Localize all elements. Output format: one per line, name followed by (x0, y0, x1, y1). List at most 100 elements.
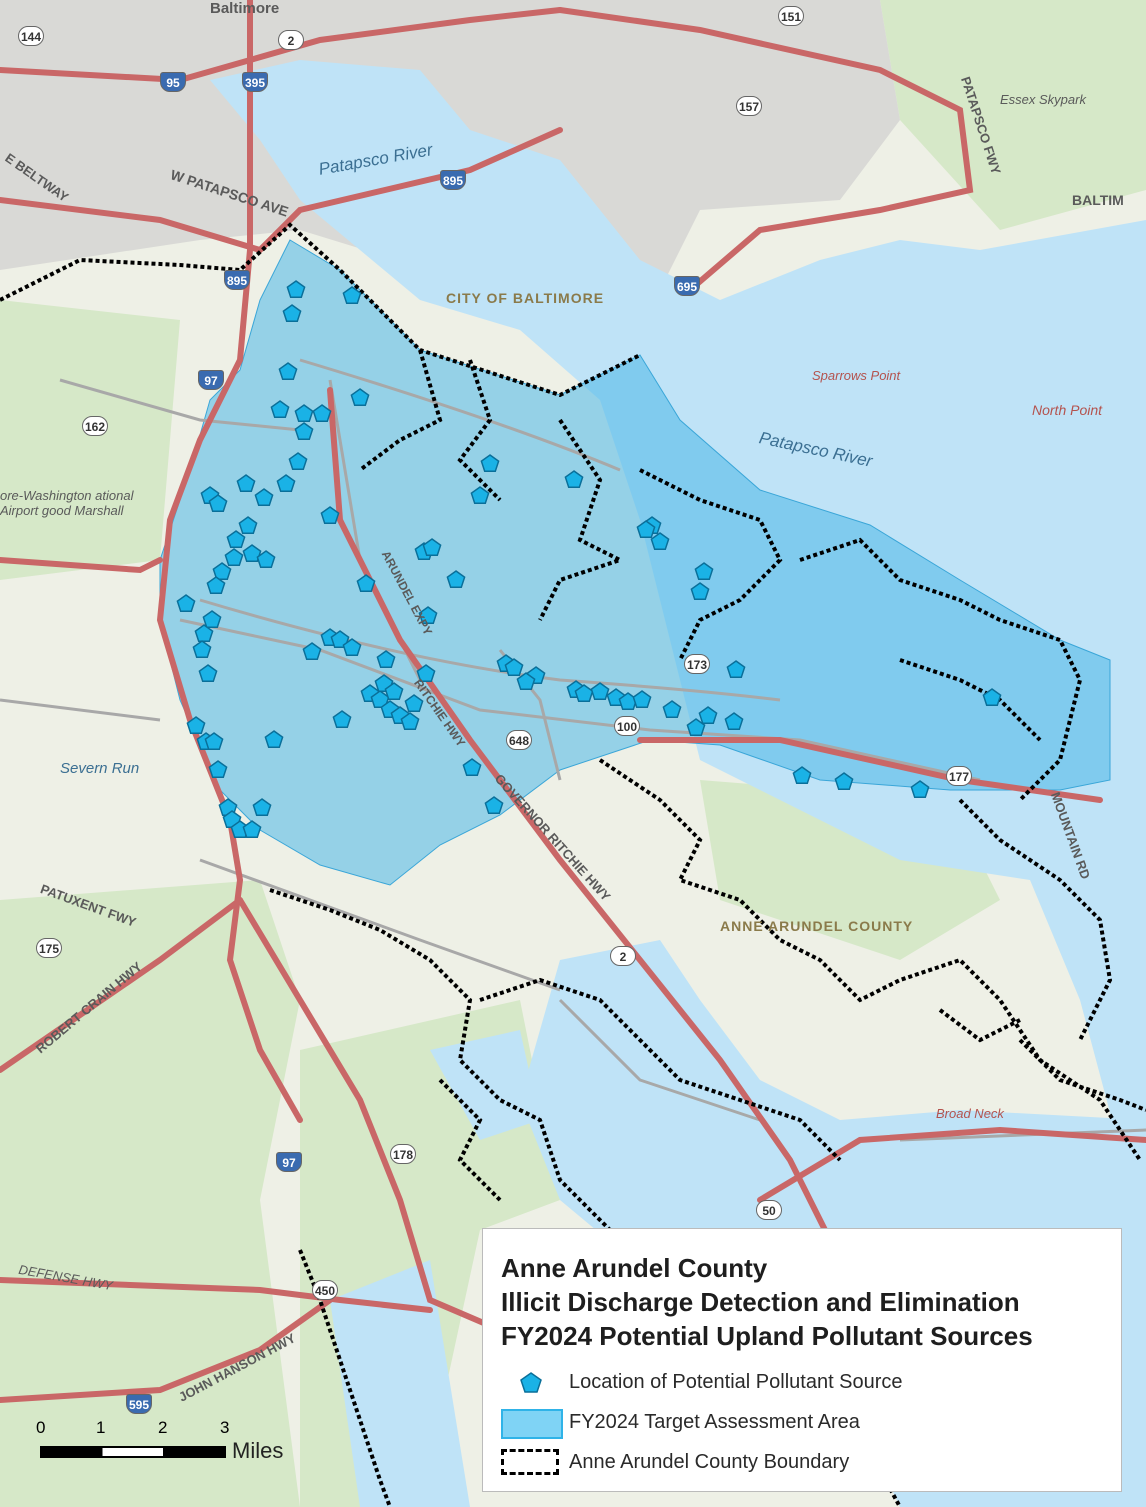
pollutant-source-marker[interactable] (632, 690, 652, 709)
pollutant-source-marker[interactable] (288, 452, 308, 471)
pollutant-source-marker[interactable] (236, 474, 256, 493)
pollutant-source-marker[interactable] (264, 730, 284, 749)
pollutant-source-marker[interactable] (208, 494, 228, 513)
label-anne-arundel-county: ANNE ARUNDEL COUNTY (720, 918, 914, 934)
route-shield: 395 (242, 72, 269, 92)
route-shield: 97 (198, 370, 224, 390)
label-baltimore: Baltimore (210, 0, 280, 17)
pollutant-source-marker[interactable] (208, 760, 228, 779)
pollutant-source-marker[interactable] (698, 706, 718, 725)
pollutant-source-marker[interactable] (422, 538, 442, 557)
route-shield: 95 (160, 72, 186, 92)
route-shield: 450 (312, 1280, 339, 1300)
pollutant-source-marker[interactable] (294, 404, 314, 423)
pollutant-source-marker[interactable] (418, 606, 438, 625)
pollutant-source-marker[interactable] (516, 672, 536, 691)
scale-tick-0: 0 (36, 1418, 46, 1437)
pollutant-source-marker[interactable] (252, 798, 272, 817)
pollutant-source-marker[interactable] (384, 682, 404, 701)
pollutant-source-marker[interactable] (226, 530, 246, 549)
pollutant-source-marker[interactable] (320, 506, 340, 525)
pollutant-source-marker[interactable] (724, 712, 744, 731)
pollutant-source-marker[interactable] (206, 576, 226, 595)
legend: Anne Arundel County Illicit Discharge De… (482, 1228, 1122, 1492)
pollutant-source-marker[interactable] (204, 732, 224, 751)
legend-item-area: FY2024 Target Assessment Area (569, 1411, 860, 1433)
pollutant-source-marker[interactable] (256, 550, 276, 569)
pollutant-source-marker[interactable] (330, 630, 350, 649)
pollutant-source-marker[interactable] (834, 772, 854, 791)
route-shield: 895 (224, 270, 251, 290)
pollutant-source-marker[interactable] (294, 422, 314, 441)
route-shield: 173 (684, 654, 711, 674)
route-shield: 595 (126, 1394, 153, 1414)
pollutant-source-marker[interactable] (342, 638, 362, 657)
pollutant-source-marker[interactable] (504, 658, 524, 677)
pollutant-source-marker[interactable] (484, 796, 504, 815)
pollutant-source-marker[interactable] (910, 780, 930, 799)
pollutant-source-marker[interactable] (302, 642, 322, 661)
pollutant-source-marker[interactable] (186, 716, 206, 735)
route-shield: 144 (18, 26, 45, 46)
legend-item-boundary: Anne Arundel County Boundary (569, 1451, 850, 1473)
pentagon-marker-icon (520, 1372, 542, 1393)
pollutant-source-marker[interactable] (480, 454, 500, 473)
scale-tick-2: 2 (158, 1418, 168, 1437)
pollutant-source-marker[interactable] (404, 694, 424, 713)
pollutant-source-marker[interactable] (342, 286, 362, 305)
dashed-boundary-swatch (501, 1449, 559, 1475)
route-shield: 157 (736, 96, 763, 116)
pollutant-source-marker[interactable] (982, 688, 1002, 707)
pollutant-source-marker[interactable] (350, 388, 370, 407)
pollutant-source-marker[interactable] (686, 718, 706, 737)
pollutant-source-marker[interactable] (332, 710, 352, 729)
pollutant-source-marker[interactable] (242, 820, 262, 839)
pollutant-source-marker[interactable] (176, 594, 196, 613)
pollutant-source-marker[interactable] (194, 624, 214, 643)
scale-tick-3: 3 (220, 1418, 230, 1437)
scale-tick-1: 1 (96, 1418, 106, 1437)
pollutant-source-marker[interactable] (462, 758, 482, 777)
pollutant-source-marker[interactable] (726, 660, 746, 679)
pollutant-source-marker[interactable] (636, 520, 656, 539)
route-shield: 648 (506, 730, 533, 750)
pollutant-source-marker[interactable] (650, 532, 670, 551)
pollutant-source-marker[interactable] (276, 474, 296, 493)
route-shield: 895 (440, 170, 467, 190)
pollutant-source-marker[interactable] (192, 640, 212, 659)
pollutant-source-marker[interactable] (564, 470, 584, 489)
pollutant-source-marker[interactable] (270, 400, 290, 419)
label-essex-skypark: Essex Skypark (1000, 92, 1086, 107)
pollutant-source-marker[interactable] (242, 544, 262, 563)
route-shield: 2 (610, 946, 636, 966)
scale-bar-graphic (40, 1446, 226, 1458)
pollutant-source-marker[interactable] (202, 610, 222, 629)
route-shield: 151 (778, 6, 805, 26)
pollutant-source-marker[interactable] (662, 700, 682, 719)
pollutant-source-marker[interactable] (470, 486, 490, 505)
pollutant-source-marker[interactable] (282, 304, 302, 323)
pollutant-source-marker[interactable] (278, 362, 298, 381)
pollutant-source-marker[interactable] (690, 582, 710, 601)
pollutant-source-marker[interactable] (792, 766, 812, 785)
pollutant-source-marker[interactable] (212, 562, 232, 581)
pollutant-source-marker[interactable] (254, 488, 274, 507)
pollutant-source-marker[interactable] (590, 682, 610, 701)
pollutant-source-marker[interactable] (238, 516, 258, 535)
route-shield: 162 (82, 416, 109, 436)
pollutant-source-marker[interactable] (694, 562, 714, 581)
pollutant-source-marker[interactable] (356, 574, 376, 593)
scale-bar: 0 1 2 3 Miles (28, 1418, 328, 1478)
route-shield: 695 (674, 276, 701, 296)
pollutant-source-marker[interactable] (198, 664, 218, 683)
pollutant-source-marker[interactable] (400, 712, 420, 731)
pollutant-source-marker[interactable] (376, 650, 396, 669)
pollutant-source-marker[interactable] (446, 570, 466, 589)
pollutant-source-marker[interactable] (312, 404, 332, 423)
pollutant-source-marker[interactable] (416, 664, 436, 683)
route-shield: 175 (36, 938, 63, 958)
pollutant-source-marker[interactable] (224, 548, 244, 567)
pollutant-source-marker[interactable] (286, 280, 306, 299)
highways (0, 0, 1146, 1403)
